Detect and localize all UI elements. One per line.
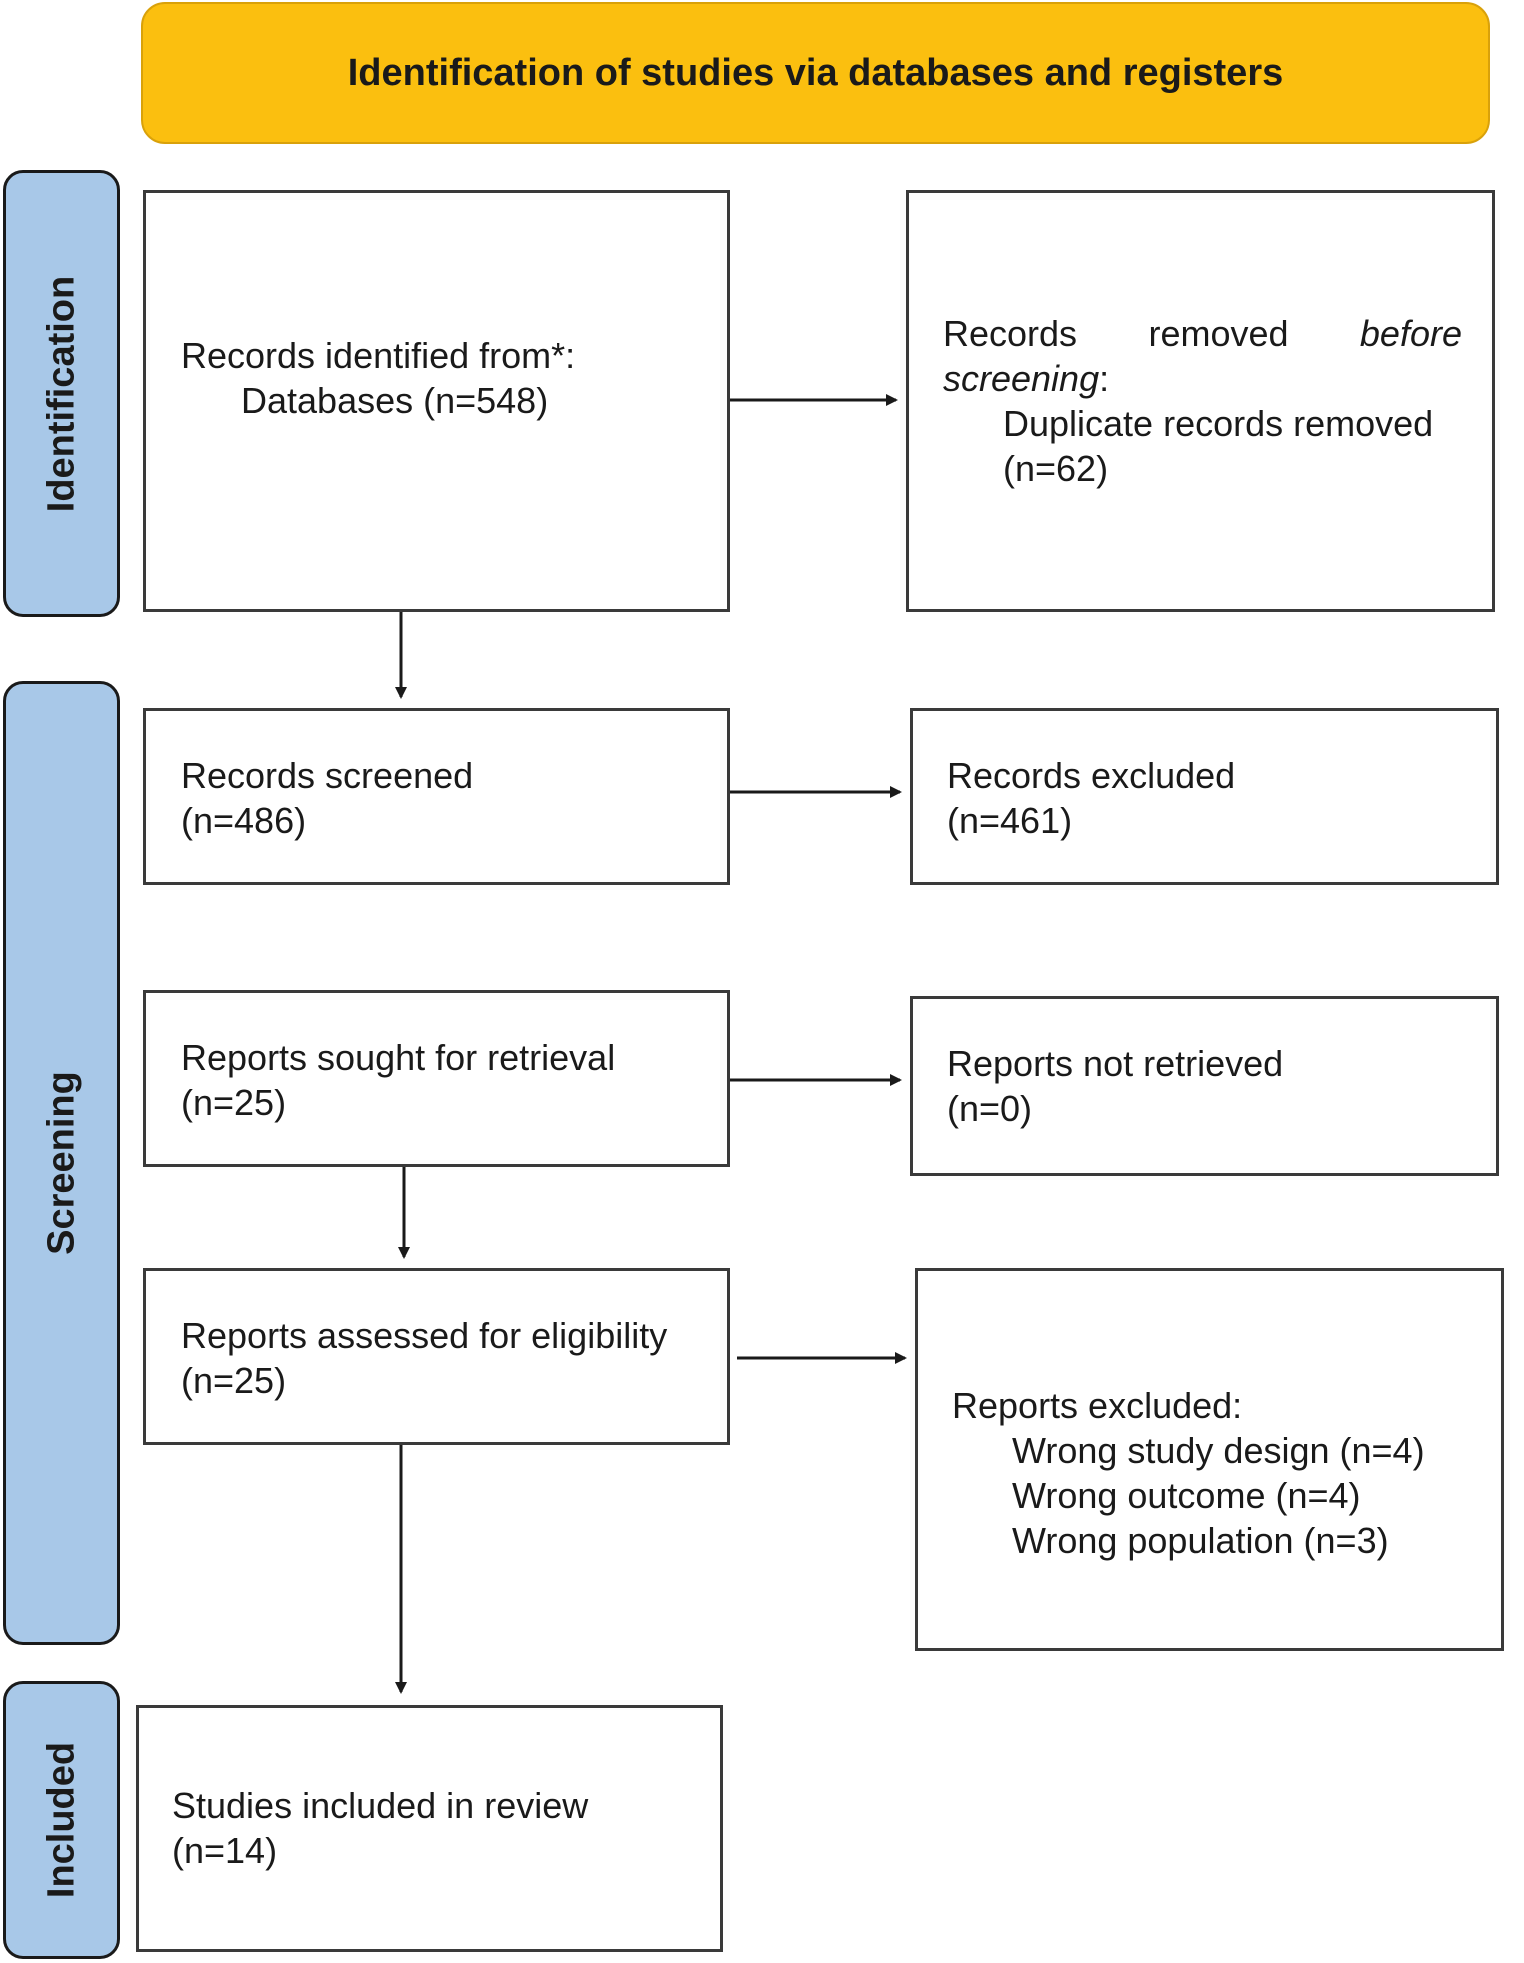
records-removed-word4: screening [943, 358, 1100, 399]
reports-assessed-line2: (n=25) [181, 1360, 287, 1401]
records-screened-line1: Records screened [181, 755, 474, 796]
studies-included-box: Studies included in review (n=14) [136, 1705, 723, 1952]
records-removed-line3: (n=62) [1003, 448, 1109, 489]
records-excluded-box: Records excluded (n=461) [910, 708, 1499, 885]
records-removed-word3: before [1359, 313, 1462, 354]
phase-included: Included [3, 1681, 120, 1959]
reports-excluded-reason: Wrong outcome (n=4) [1012, 1475, 1361, 1516]
studies-included-line1: Studies included in review [172, 1785, 589, 1826]
reports-not-retrieved-box: Reports not retrieved (n=0) [910, 996, 1499, 1176]
records-identified-line2: Databases (n=548) [241, 380, 549, 421]
reports-excluded-title: Reports excluded: [952, 1385, 1243, 1426]
records-excluded-line1: Records excluded [947, 755, 1236, 796]
phase-included-label: Included [40, 1741, 82, 1899]
records-screened-box: Records screened (n=486) [143, 708, 730, 885]
studies-included-line2: (n=14) [172, 1830, 278, 1871]
reports-not-retrieved-line1: Reports not retrieved [947, 1043, 1284, 1084]
records-identified-box: Records identified from*: Databases (n=5… [143, 190, 730, 612]
phase-screening: Screening [3, 681, 120, 1645]
header-banner: Identification of studies via databases … [141, 2, 1490, 144]
records-removed-word1: Records [943, 313, 1078, 354]
records-removed-colon: : [1099, 358, 1110, 399]
reports-sought-line2: (n=25) [181, 1082, 287, 1123]
phase-screening-label: Screening [40, 1071, 82, 1255]
records-identified-line1: Records identified from*: [181, 335, 576, 376]
reports-excluded-box: Reports excluded: Wrong study design (n=… [915, 1268, 1504, 1651]
reports-assessed-line1: Reports assessed for eligibility [181, 1315, 668, 1356]
phase-identification-label: Identification [40, 275, 82, 512]
phase-identification: Identification [3, 170, 120, 617]
records-removed-line2: Duplicate records removed [1003, 403, 1434, 444]
reports-excluded-reason: Wrong study design (n=4) [1012, 1430, 1425, 1471]
reports-sought-line1: Reports sought for retrieval [181, 1037, 616, 1078]
reports-sought-box: Reports sought for retrieval (n=25) [143, 990, 730, 1167]
header-title: Identification of studies via databases … [347, 51, 1284, 94]
records-screened-line2: (n=486) [181, 800, 307, 841]
reports-excluded-reason: Wrong population (n=3) [1012, 1520, 1389, 1561]
records-removed-box: Records removed before screening: Duplic… [906, 190, 1495, 612]
records-removed-word2: removed [1148, 313, 1289, 354]
reports-not-retrieved-line2: (n=0) [947, 1088, 1033, 1129]
records-excluded-line2: (n=461) [947, 800, 1073, 841]
reports-assessed-box: Reports assessed for eligibility (n=25) [143, 1268, 730, 1445]
